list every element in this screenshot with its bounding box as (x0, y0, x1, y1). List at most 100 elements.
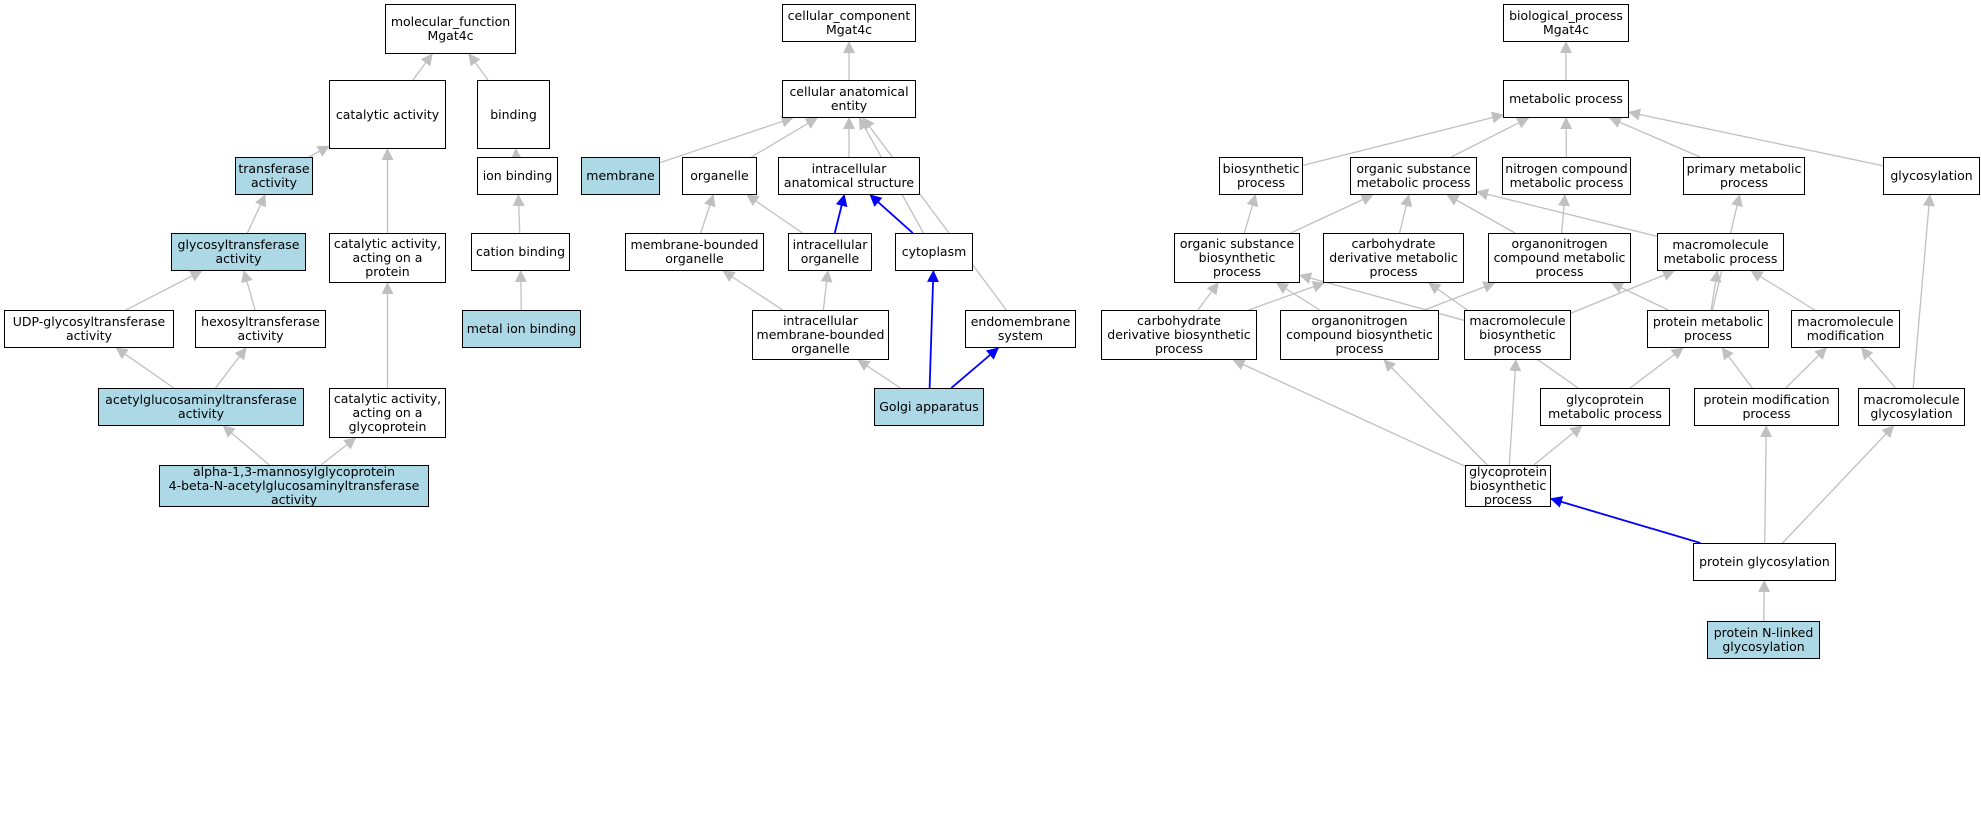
edge-gpbp-to-gpmp (1533, 425, 1583, 466)
node-organelle[interactable]: organelle (682, 157, 757, 195)
node-glycoprotein-metabolic-process[interactable]: glycoprotein metabolic process (1540, 388, 1670, 426)
node-organonitrogen-compound-metabolic-process[interactable]: organonitrogen compound metabolic proces… (1488, 233, 1631, 283)
node-organic-substance-metabolic-process[interactable]: organic substance metabolic process (1350, 157, 1477, 195)
node-alpha-1-3-mannosylglycoprotein-activity[interactable]: alpha-1,3-mannosylglycoprotein 4-beta-N-… (159, 465, 429, 507)
node-organic-substance-biosynthetic-process[interactable]: organic substance biosynthetic process (1174, 233, 1300, 283)
node-nitrogen-compound-metabolic-process[interactable]: nitrogen compound metabolic process (1502, 157, 1631, 195)
edge-cytoplasm-to-ias (869, 194, 914, 234)
edge-gpbp-to-mbp (1508, 359, 1522, 466)
node-carbohydrate-derivative-biosynthetic-process[interactable]: carbohydrate derivative biosynthetic pro… (1101, 310, 1257, 360)
node-udp-glycosyltransferase-activity[interactable]: UDP-glycosyltransferase activity (4, 310, 174, 348)
node-protein-glycosylation[interactable]: protein glycosylation (1693, 543, 1836, 581)
node-glycosyltransferase-activity[interactable]: glycosyltransferase activity (171, 233, 306, 271)
node-intracellular-membrane-bounded-organelle[interactable]: intracellular membrane-bounded organelle (752, 310, 889, 360)
node-cellular-anatomical-entity[interactable]: cellular anatomical entity (782, 80, 916, 118)
edge-pmodp-to-protmp (1721, 347, 1753, 389)
edge-hexosyl-to-glycosyltransferase (241, 270, 256, 311)
edge-macglyc-to-glycosylation (1912, 194, 1935, 389)
node-intracellular-organelle[interactable]: intracellular organelle (788, 233, 872, 271)
edge-cdmp-to-osmp (1398, 194, 1413, 234)
node-endomembrane-system[interactable]: endomembrane system (965, 310, 1076, 348)
edge-gpbp-to-ocbp (1383, 359, 1488, 466)
edge-golgi-to-endomembrane (950, 347, 999, 389)
edge-cation_binding-to-ion_binding (512, 194, 525, 234)
edge-io-to-organelle (746, 194, 803, 234)
node-glycoprotein-biosynthetic-process[interactable]: glycoprotein biosynthetic process (1465, 465, 1551, 507)
node-organonitrogen-compound-biosynthetic-process[interactable]: organonitrogen compound biosynthetic pro… (1280, 310, 1439, 360)
node-primary-metabolic-process[interactable]: primary metabolic process (1683, 157, 1805, 195)
node-biosynthetic-process[interactable]: biosynthetic process (1219, 157, 1303, 195)
node-binding[interactable]: binding (477, 80, 550, 149)
edge-mmp-to-osmp (1476, 188, 1658, 237)
edge-acetylglucos-to-udp_glyco (115, 347, 175, 389)
node-transferase-activity[interactable]: transferase activity (235, 157, 313, 195)
node-metabolic-process[interactable]: metabolic process (1503, 80, 1629, 118)
edge-udp_glyco-to-glycosyltransferase (125, 270, 203, 311)
edge-binding-to-mf_root (468, 53, 489, 81)
edge-macmod-to-mmp (1750, 270, 1815, 311)
node-molecular-function-root[interactable]: molecular_function Mgat4c (385, 4, 516, 54)
edge-osmp-to-metabolic (1450, 117, 1530, 158)
edge-endomembrane-to-cae (862, 117, 1007, 311)
edge-pmodp-to-macmod (1785, 347, 1827, 389)
edge-gpmp-to-protmp (1629, 347, 1684, 389)
edge-imbo-to-io (820, 270, 833, 311)
edge-protmp-to-mmp (1709, 270, 1722, 311)
node-membrane[interactable]: membrane (581, 157, 660, 195)
edge-pmp-to-metabolic (1609, 116, 1701, 158)
node-catalytic-activity-acting-on-protein[interactable]: catalytic activity, acting on a protein (329, 233, 446, 283)
edge-membrane-to-cae (659, 115, 794, 164)
edge-glycosyltransferase-to-transferase (246, 194, 266, 234)
edge-imbo-to-mbo (722, 270, 783, 311)
edge-transferase-to-catalytic (308, 145, 330, 158)
edge-alpha13-to-cat_glycoprotein (320, 437, 357, 466)
edge-cdbp-to-cdmp (1248, 281, 1325, 311)
node-biological-process-root[interactable]: biological_process Mgat4c (1503, 4, 1629, 42)
edge-protmp-to-ocmp (1610, 282, 1669, 311)
edge-catalytic-to-mf_root (412, 53, 433, 81)
node-macromolecule-glycosylation[interactable]: macromolecule glycosylation (1858, 388, 1965, 426)
node-protein-n-linked-glycosylation[interactable]: protein N-linked glycosylation (1707, 621, 1820, 659)
node-ion-binding[interactable]: ion binding (477, 157, 558, 195)
edge-golgi-to-imbo (857, 359, 901, 389)
edge-ocmp-to-ncmp (1557, 194, 1570, 234)
node-macromolecule-biosynthetic-process[interactable]: macromolecule biosynthetic process (1464, 310, 1571, 360)
node-protein-modification-process[interactable]: protein modification process (1694, 388, 1839, 426)
edge-pnlg-to-protglyc (1758, 580, 1771, 622)
node-hexosyltransferase-activity[interactable]: hexosyltransferase activity (195, 310, 326, 348)
edge-gpbp-to-cdbp (1232, 359, 1466, 467)
edge-metal_ion-to-cation_binding (514, 270, 527, 311)
node-intracellular-anatomical-structure[interactable]: intracellular anatomical structure (778, 157, 920, 195)
node-protein-metabolic-process[interactable]: protein metabolic process (1647, 310, 1769, 348)
edge-ion_binding-to-binding (510, 148, 523, 161)
node-membrane-bounded-organelle[interactable]: membrane-bounded organelle (625, 233, 764, 271)
node-glycosylation[interactable]: glycosylation (1883, 157, 1980, 195)
node-macromolecule-metabolic-process[interactable]: macromolecule metabolic process (1657, 233, 1784, 271)
node-carbohydrate-derivative-metabolic-process[interactable]: carbohydrate derivative metabolic proces… (1323, 233, 1464, 283)
node-macromolecule-modification[interactable]: macromolecule modification (1791, 310, 1900, 348)
node-cytoplasm[interactable]: cytoplasm (895, 233, 973, 271)
edge-protglyc-to-gpbp (1550, 496, 1701, 544)
edge-biosynthetic-to-metabolic (1302, 111, 1504, 167)
edge-acetylglucos-to-hexosyl (214, 347, 247, 389)
node-acetylglucosaminyltransferase-activity[interactable]: acetylglucosaminyltransferase activity (98, 388, 304, 426)
edge-ocbp-to-osbp (1275, 282, 1321, 311)
edge-organelle-to-cae (751, 117, 818, 158)
node-catalytic-activity-acting-on-glycoprotein[interactable]: catalytic activity, acting on a glycopro… (329, 388, 446, 438)
node-golgi-apparatus[interactable]: Golgi apparatus (874, 388, 984, 426)
edge-osbp-to-biosynthetic (1243, 194, 1259, 234)
node-catalytic-activity[interactable]: catalytic activity (329, 80, 446, 149)
edge-glycosylation-to-metabolic (1628, 108, 1884, 167)
edge-ocbp-to-ocmp (1424, 281, 1496, 311)
edge-io-to-ias (833, 194, 848, 234)
node-cation-binding[interactable]: cation binding (471, 233, 570, 271)
edge-cdbp-to-osbp (1197, 282, 1219, 311)
edge-mbo-to-organelle (700, 194, 716, 234)
edge-alpha13-to-acetylglucos (222, 425, 270, 466)
edge-macglyc-to-macmod (1860, 347, 1896, 389)
node-cellular-component-root[interactable]: cellular_component Mgat4c (782, 4, 916, 42)
edge-golgi-to-cytoplasm (927, 270, 940, 389)
edge-osbp-to-osmp (1290, 194, 1374, 234)
node-metal-ion-binding[interactable]: metal ion binding (462, 310, 581, 348)
